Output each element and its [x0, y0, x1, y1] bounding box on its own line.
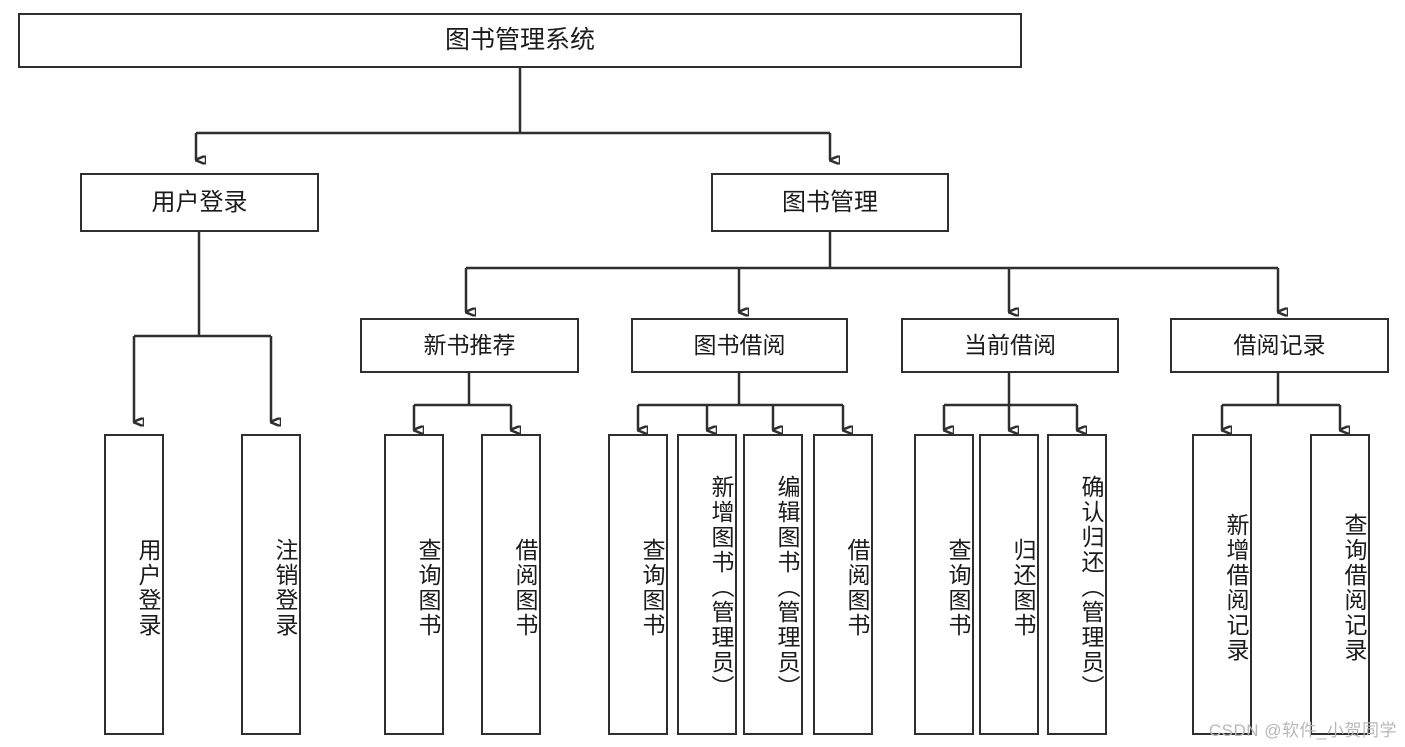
node-borrow-record-label: 借阅记录 — [1233, 332, 1326, 359]
node-user-login-label: 用户登录 — [151, 188, 248, 216]
node-leaf-return-book[interactable]: 归还图书 — [979, 434, 1039, 735]
node-leaf-return-book-label: 归还图书 — [1010, 537, 1036, 638]
node-leaf-query-record-label: 查询借阅记录 — [1341, 512, 1367, 663]
node-leaf-query-book-3[interactable]: 查询图书 — [914, 434, 974, 735]
node-leaf-query-book-2[interactable]: 查询图书 — [608, 434, 668, 735]
node-current-borrow-label: 当前借阅 — [964, 332, 1056, 359]
node-user-login[interactable]: 用户登录 — [80, 173, 319, 232]
node-leaf-query-book-1[interactable]: 查询图书 — [384, 434, 444, 735]
node-root-label: 图书管理系统 — [444, 25, 595, 54]
node-borrow-record[interactable]: 借阅记录 — [1170, 318, 1389, 373]
node-leaf-confirm-return[interactable]: 确认归还（管理员） — [1047, 434, 1107, 735]
node-leaf-edit-book[interactable]: 编辑图书（管理员） — [743, 434, 803, 735]
node-leaf-borrow-book-2-label: 借阅图书 — [844, 537, 870, 638]
node-book-borrow-label: 图书借阅 — [693, 332, 786, 359]
node-new-book-recommend[interactable]: 新书推荐 — [360, 318, 579, 373]
node-leaf-borrow-book-2[interactable]: 借阅图书 — [813, 434, 873, 735]
node-leaf-logout-login-label: 注销登录 — [272, 537, 298, 638]
node-leaf-query-book-3-label: 查询图书 — [945, 537, 971, 638]
node-leaf-query-book-1-label: 查询图书 — [415, 537, 441, 638]
node-leaf-query-book-2-label: 查询图书 — [639, 537, 665, 638]
node-leaf-borrow-book-1[interactable]: 借阅图书 — [481, 434, 541, 735]
node-root[interactable]: 图书管理系统 — [18, 13, 1022, 68]
node-book-manage-label: 图书管理 — [782, 188, 878, 216]
node-leaf-borrow-book-1-label: 借阅图书 — [512, 537, 538, 638]
node-leaf-add-record[interactable]: 新增借阅记录 — [1192, 434, 1252, 735]
watermark: CSDN @软件_小贺同学 — [1208, 721, 1397, 740]
node-leaf-add-book-label: 新增图书（管理员） — [708, 475, 734, 700]
node-leaf-user-login-label: 用户登录 — [135, 537, 161, 638]
node-book-borrow[interactable]: 图书借阅 — [631, 318, 848, 373]
node-leaf-query-record[interactable]: 查询借阅记录 — [1310, 434, 1370, 735]
node-book-manage[interactable]: 图书管理 — [711, 173, 949, 232]
node-new-book-recommend-label: 新书推荐 — [423, 332, 516, 359]
node-leaf-confirm-return-label: 确认归还（管理员） — [1078, 475, 1104, 700]
node-leaf-add-book[interactable]: 新增图书（管理员） — [677, 434, 737, 735]
node-leaf-edit-book-label: 编辑图书（管理员） — [774, 475, 800, 700]
node-leaf-user-login[interactable]: 用户登录 — [104, 434, 164, 735]
node-leaf-add-record-label: 新增借阅记录 — [1223, 512, 1249, 663]
node-current-borrow[interactable]: 当前借阅 — [901, 318, 1119, 373]
node-leaf-logout-login[interactable]: 注销登录 — [241, 434, 301, 735]
